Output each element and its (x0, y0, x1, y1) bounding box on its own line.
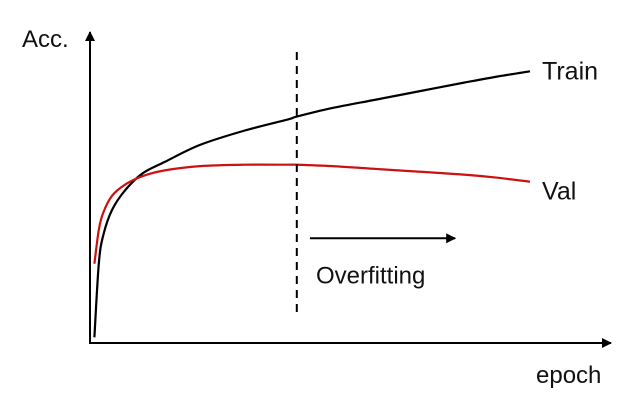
y-axis-label: Acc. (22, 26, 69, 53)
overfitting-label: Overfitting (316, 262, 425, 289)
series-line-val (93, 163, 531, 264)
x-axis-label: epoch (536, 362, 601, 389)
series-label-train: Train (542, 57, 598, 85)
series-line-train (93, 70, 531, 338)
series-label-val: Val (542, 178, 576, 206)
